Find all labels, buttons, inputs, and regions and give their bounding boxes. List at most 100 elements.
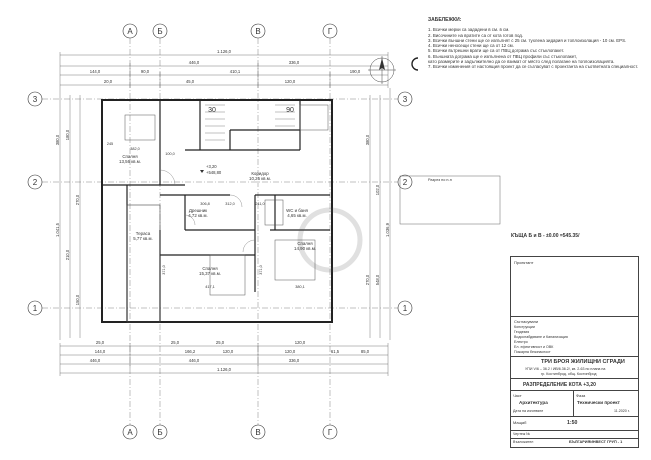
dim-bottom-s4: 120,0 xyxy=(295,340,306,345)
dim-bottom-r5: 61,5 xyxy=(331,349,340,354)
axis-label-v-top: В xyxy=(255,27,260,36)
general-notes: ЗАБЕЛЕЖКИ: 1. Всички мерки са зададени в… xyxy=(428,17,644,70)
axis-label-g-bottom: Г xyxy=(328,428,333,437)
room-3-area: 4,72 кв.м. xyxy=(188,213,207,218)
room-2-area: 10,25 кв.м. xyxy=(249,176,271,181)
room-5-area: 5,77 кв.м. xyxy=(133,236,152,241)
dim-bottom-r4: 120,0 xyxy=(285,349,296,354)
coordinator-3: Водоснабдяване и Канализация xyxy=(514,335,568,339)
level-marker: +3,20 +548,80 xyxy=(200,164,222,175)
dim-left-6: 150,0 xyxy=(75,294,80,305)
designer-label: Проектант xyxy=(514,260,534,265)
coordinator-1: Конструкции xyxy=(514,325,535,329)
axis-bubble-a-bottom xyxy=(122,424,138,440)
phase-value: Технически проект xyxy=(577,400,620,405)
house-label: КЪЩА Б и В - ±0.00 =545.35/ xyxy=(511,233,580,239)
dim-top-1: 446,0 xyxy=(189,60,200,65)
compass-c-mark xyxy=(411,57,419,71)
sheet-title: РАЗПРЕДЕЛЕНИЕ КОТА +3,20 xyxy=(523,382,596,388)
coordinator-4: Електро xyxy=(514,340,528,344)
note-line-8: 7. Всички изменения от настоящия проект … xyxy=(428,64,639,70)
note-line-7: като размерите и задължително да се взим… xyxy=(428,59,615,65)
axis-label-2-right: 2 xyxy=(403,178,408,187)
top-dimension-lines xyxy=(59,52,389,88)
project-title: ТРИ БРОЯ ЖИЛИЩНИ СГРАДИ xyxy=(541,359,625,365)
level-abs: +548,80 xyxy=(206,170,222,175)
notes-title: ЗАБЕЛЕЖКИ: xyxy=(428,17,462,23)
contractor-box: Възложител БЪЛГАРИЯИНВЕСТ ГРУП - 1 xyxy=(510,438,639,448)
designer-box: Проектант xyxy=(510,256,639,318)
left-dimension-lines xyxy=(59,88,81,340)
axis-label-1-right: 1 xyxy=(403,304,408,313)
axis-bubble-3-right xyxy=(397,91,413,107)
dim-inner-2: 306,8 xyxy=(200,202,210,206)
phase-box: Фаза Технически проект 11.2020 г. xyxy=(573,390,639,418)
dim-top-3: 144,0 xyxy=(90,69,101,74)
dim-inner-8: 90 xyxy=(286,107,294,114)
axis-bubble-2-left xyxy=(27,174,43,190)
dim-bottom-r3: 120,0 xyxy=(223,349,234,354)
dim-top-9: 120,0 xyxy=(285,79,296,84)
date-value: 11.2020 г. xyxy=(614,409,630,413)
furniture xyxy=(124,104,329,296)
axis-label-2-left: 2 xyxy=(33,178,38,187)
axis-bubble-v-top xyxy=(250,23,266,39)
axis-label-b-top: Б xyxy=(157,27,162,36)
dim-left-2: 1.041,5 xyxy=(55,222,60,237)
dim-top-8: 45,0 xyxy=(186,79,195,84)
dim-inner-7: 30 xyxy=(208,107,216,114)
part-box: Част Архитектура Дата на изготвяне xyxy=(510,390,575,418)
dim-bottom-2: 446,0 xyxy=(189,358,200,363)
dim-bottom-r1: 144,0 xyxy=(95,349,106,354)
note-line-4: 4. Всички неносещи стени ще са от 12 см. xyxy=(428,43,514,49)
bottom-dimension-lines xyxy=(59,343,389,376)
axis-label-3-left: 3 xyxy=(33,95,38,104)
dim-right-4: 548,0 xyxy=(375,274,380,285)
contractor-label: Възложител xyxy=(513,440,534,444)
axis-bubble-3-left xyxy=(27,91,43,107)
axis-bubble-b-top xyxy=(152,23,168,39)
room-6-area: 15,37 кв.м. xyxy=(199,271,221,276)
coordinator-6: Пожарна безопасност xyxy=(514,350,551,354)
north-arrow xyxy=(368,56,396,84)
dim-bottom-3: 336,0 xyxy=(289,358,300,363)
note-line-1: 1. Всички мерки са зададени в см. в см. xyxy=(428,27,510,33)
room-3-name: Дрешник xyxy=(189,208,207,213)
dim-right-5: 270,0 xyxy=(365,274,370,285)
coordinators-box: Съгласувани Конструкции Геодезия Водосна… xyxy=(510,316,639,358)
dim-inner-4: 211,0 xyxy=(255,202,264,206)
axis-bubble-g-top xyxy=(322,23,338,39)
dim-bottom-1: 446,0 xyxy=(90,358,101,363)
axis-bubble-2-right xyxy=(397,174,413,190)
note-line-6: 6. Външната дограма ще е изпълнена от ПВ… xyxy=(428,53,577,59)
dim-inner-11: 100,0 xyxy=(165,152,175,156)
dim-bottom-r2: 166,2 xyxy=(185,349,196,354)
dim-bottom-s2: 25,0 xyxy=(171,340,180,345)
room-4-name: WC и баня xyxy=(286,208,308,213)
project-box: ТРИ БРОЯ ЖИЛИЩНИ СГРАДИ УПИ V/6 – 36.2 /… xyxy=(510,356,639,380)
project-sub: УПИ V/6 – 36.2 / ИВ/6.36.2/, кв. 2-63 по… xyxy=(525,367,606,371)
coordinators-title: Съгласувани xyxy=(514,319,539,324)
axis-bubble-v-bottom xyxy=(250,424,266,440)
sheet-number-label: Чертеж № xyxy=(513,432,531,436)
axis-bubble-1-right xyxy=(397,300,413,316)
dim-bottom-r6: 85,0 xyxy=(361,349,370,354)
room-1-name: Спалня xyxy=(122,154,138,159)
dim-top-5: 410,1 xyxy=(230,69,241,74)
contractor-value: БЪЛГАРИЯИНВЕСТ ГРУП - 1 xyxy=(569,440,623,444)
dim-top-2: 336,0 xyxy=(289,60,300,65)
room-7-name: Спалня xyxy=(297,241,313,246)
axis-bubble-a-top xyxy=(122,23,138,39)
terrace-outline xyxy=(126,204,161,323)
section-box-label: Разрез по п-п xyxy=(428,178,452,182)
scale-value: 1:50 xyxy=(567,420,578,426)
note-line-2: 2. Височините на вратите са от кота гото… xyxy=(428,32,524,38)
coordinator-5: Ел. ефективност и ОВК xyxy=(514,345,554,349)
axis-label-a-bottom: А xyxy=(127,428,133,437)
room-1-area: 13,56 кв.м. xyxy=(119,159,141,164)
dim-bottom-s3: 25,0 xyxy=(216,340,225,345)
dim-top-total: 1.126,0 xyxy=(217,49,232,54)
room-4-area: 4,65 кв.м. xyxy=(287,213,306,218)
coordinator-2: Геодезия xyxy=(514,330,530,334)
